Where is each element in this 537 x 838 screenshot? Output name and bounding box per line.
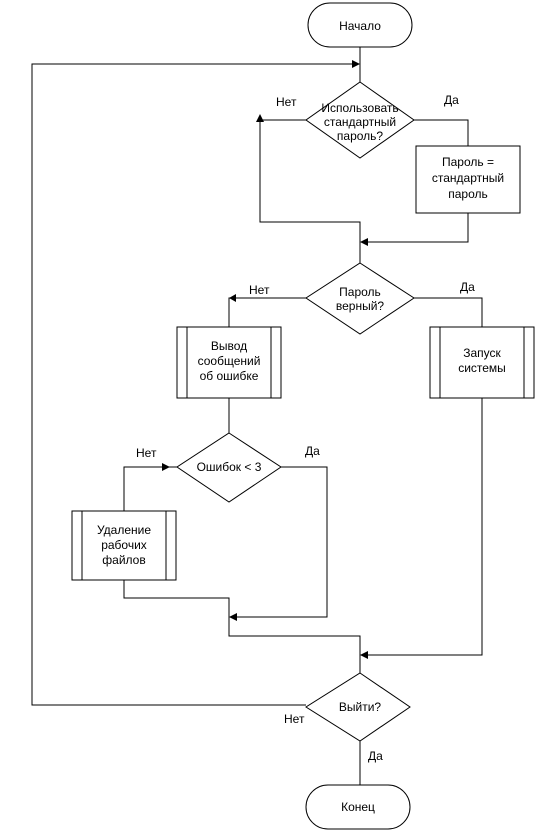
- decision-password-correct-line1: Пароль: [339, 285, 381, 299]
- decision-password-correct: [305, 262, 415, 335]
- label-yes-2: Да: [460, 280, 475, 294]
- label-no-3: Нет: [136, 446, 157, 460]
- decision-errors-line1: Ошибок < 3: [197, 460, 262, 474]
- connector-decision1-yes: [414, 119, 469, 146]
- process-delete-files-line1: Удаление: [97, 523, 151, 537]
- decision-password-correct-line2: верный?: [336, 299, 385, 313]
- process-delete-files-line3: файлов: [102, 553, 145, 567]
- connector-start-system-merge: [366, 398, 483, 656]
- process-set-password: [415, 145, 521, 214]
- connector-delete-files-merge: [123, 580, 361, 673]
- process-start-system: [429, 326, 535, 399]
- label-yes-4: Да: [368, 749, 383, 763]
- arrow-set-password-merge: [360, 238, 368, 246]
- process-start-system-line1: Запуск: [463, 346, 501, 360]
- connector-decision3-no: [123, 466, 177, 511]
- process-error-message-line1: Вывод: [211, 339, 247, 353]
- arrow-loop-back: [352, 60, 360, 68]
- process-error-message-line2: сообщений: [198, 354, 261, 368]
- process-delete-files-line2: рабочих: [101, 538, 147, 552]
- label-no-2: Нет: [249, 283, 270, 297]
- decision-default-password-line2: стандартный: [324, 115, 396, 129]
- process-error-message-line3: об ошибке: [200, 369, 259, 383]
- connector-decision3-yes: [235, 466, 328, 618]
- connector-decision1-no: [259, 119, 361, 263]
- label-yes-3: Да: [305, 444, 320, 458]
- connector-decision2-yes: [414, 297, 483, 327]
- decision-default-password: [305, 81, 415, 159]
- decision-default-password-line3: пароль?: [337, 129, 384, 143]
- process-set-password-line1: Пароль =: [442, 155, 494, 169]
- decision-errors: [176, 432, 282, 503]
- arrow-decision2-no: [229, 294, 236, 302]
- process-set-password-line2: стандартный: [432, 171, 504, 185]
- process-delete-files: [71, 510, 177, 581]
- connector-decision2-no: [228, 297, 306, 327]
- label-no-1: Нет: [276, 95, 297, 109]
- end-label: Конец: [341, 800, 375, 814]
- start-label: Начало: [339, 19, 381, 33]
- decision-default-password-line1: Использовать: [321, 101, 398, 115]
- process-set-password-line3: пароль: [448, 187, 488, 201]
- arrow-decision3-yes: [229, 613, 237, 621]
- label-no-4: Нет: [284, 712, 305, 726]
- decision-exit-line1: Выйти?: [339, 700, 382, 714]
- connector-set-password-merge: [366, 213, 469, 243]
- process-start-system-line2: системы: [458, 361, 506, 375]
- arrow-decision1-no: [256, 114, 264, 122]
- connector-loop-back: [31, 63, 354, 706]
- label-yes-1: Да: [444, 93, 459, 107]
- end-terminator: [305, 784, 411, 830]
- arrow-decision3-no: [162, 463, 170, 471]
- arrow-start-system-merge: [360, 651, 368, 659]
- process-error-message: [176, 326, 282, 399]
